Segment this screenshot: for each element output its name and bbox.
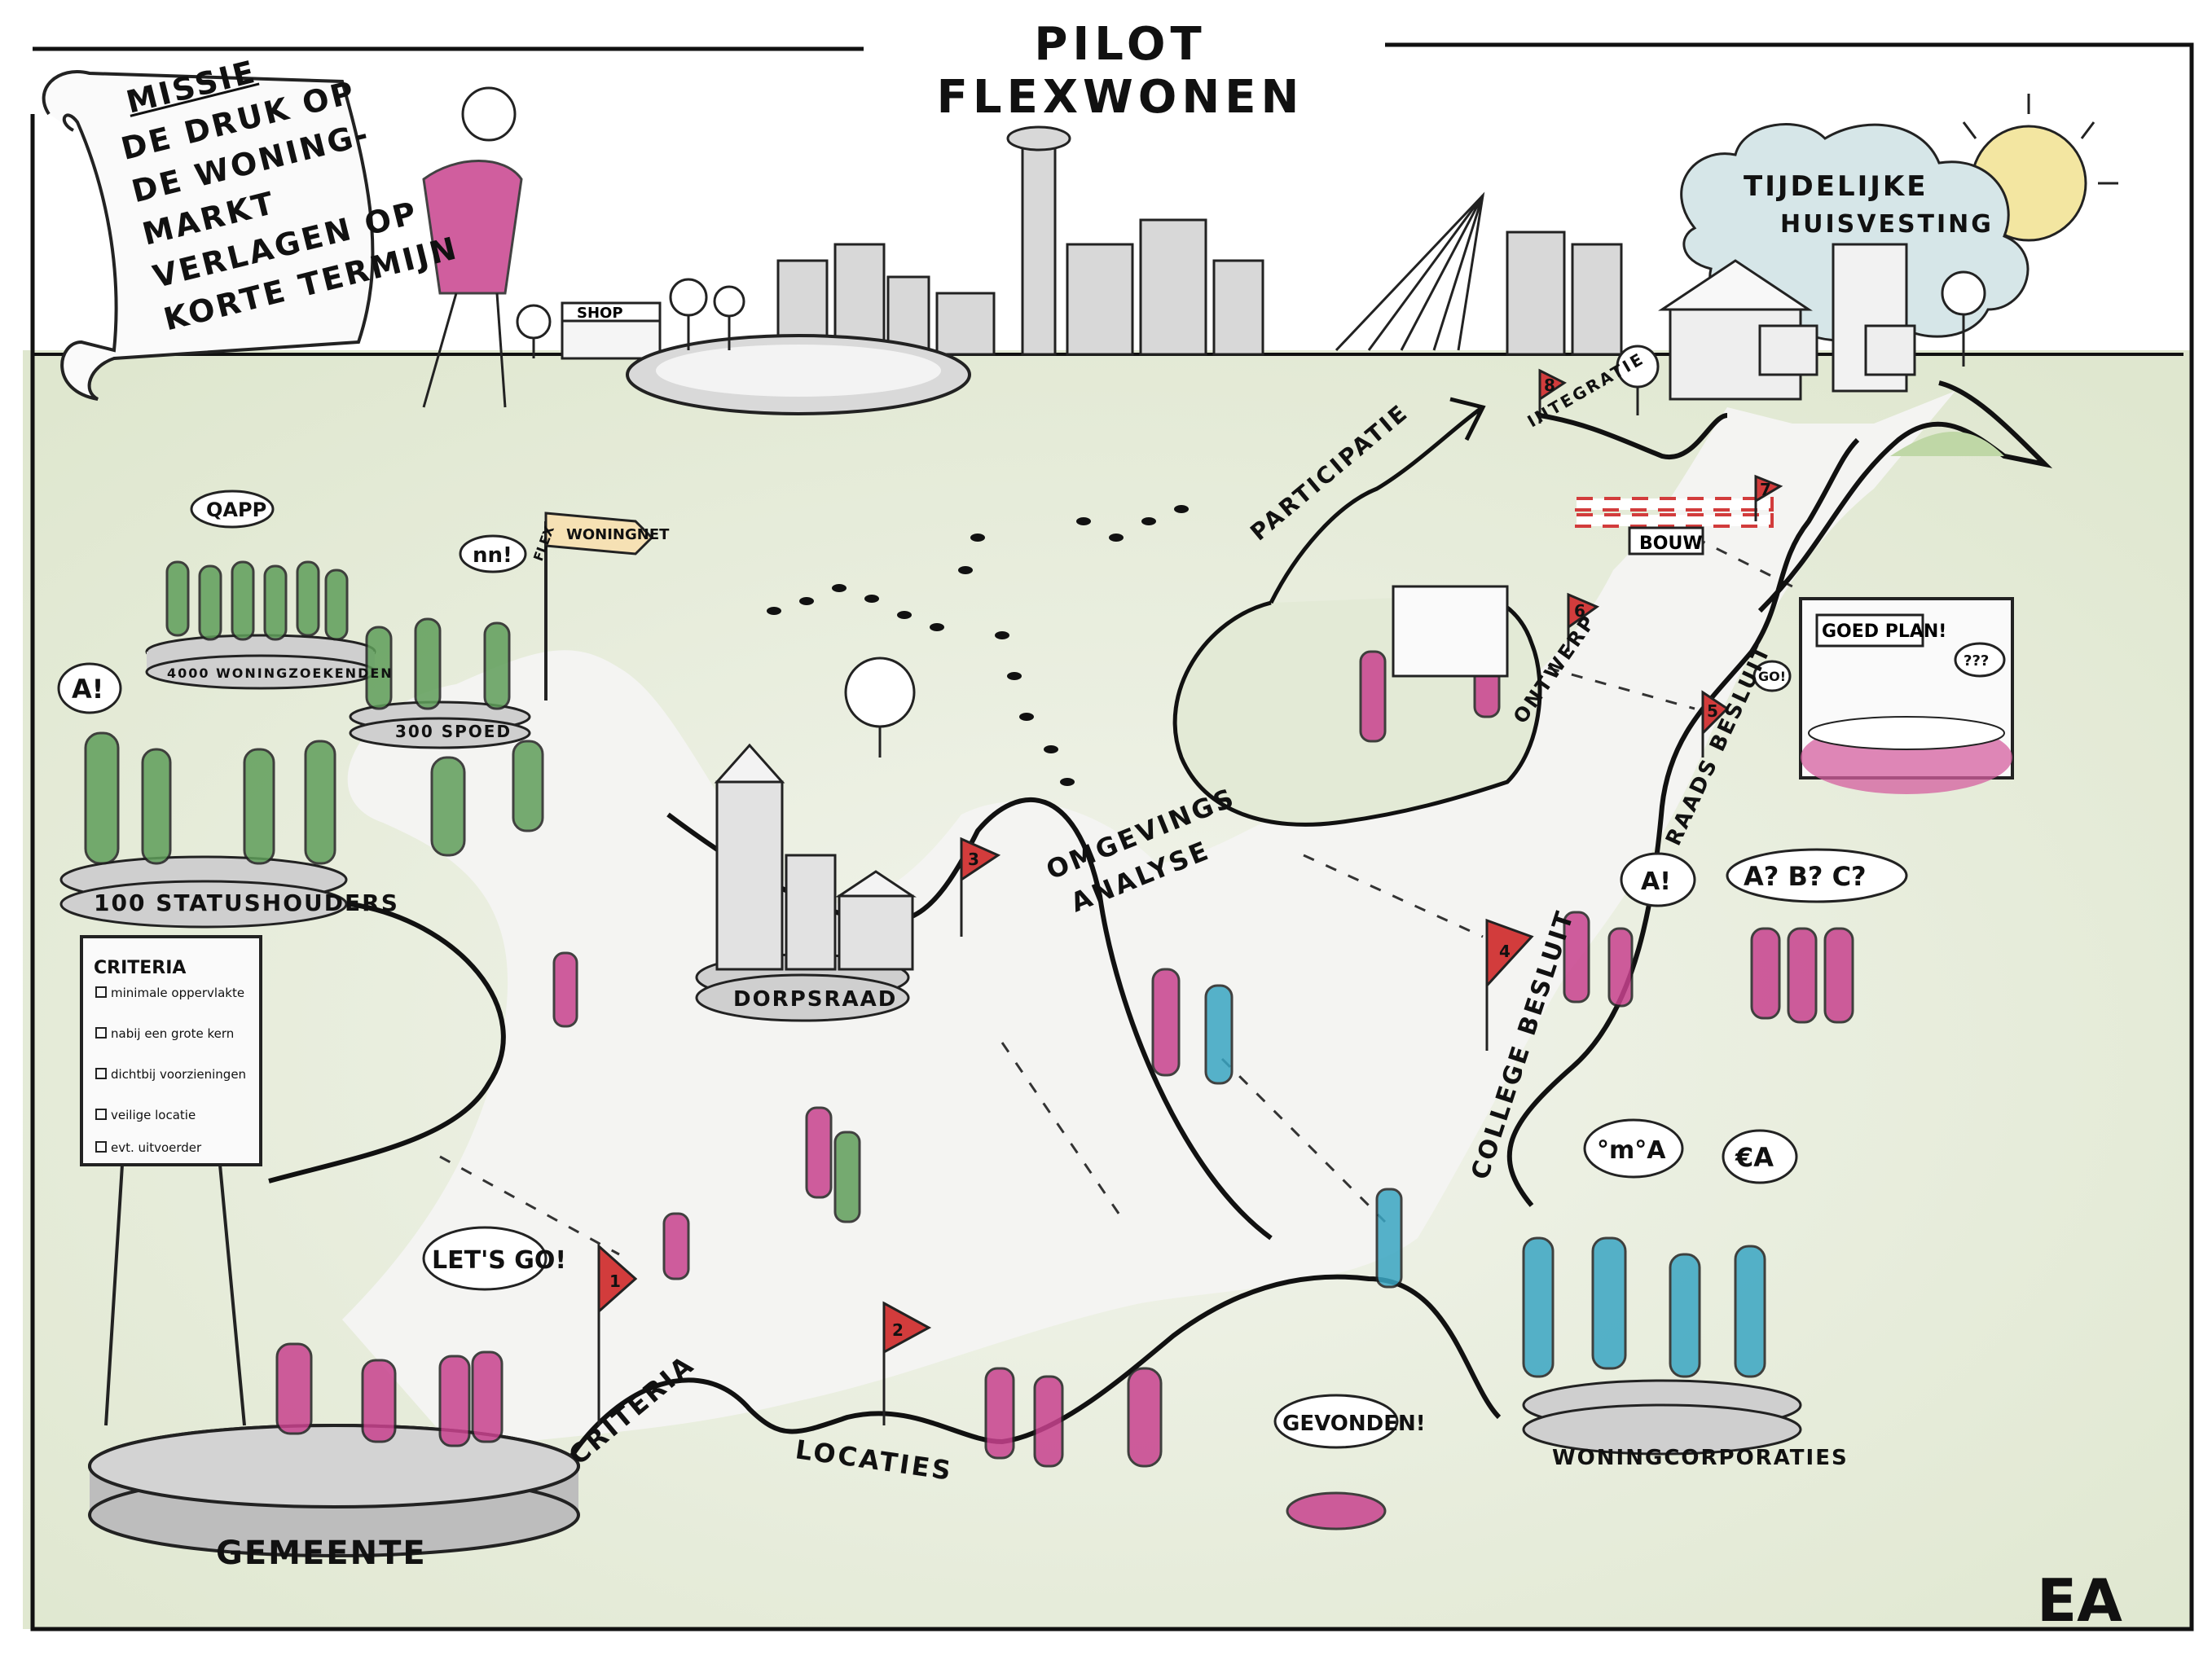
bubble-a2: A! bbox=[1641, 867, 1671, 896]
page-border bbox=[30, 42, 2194, 1631]
flag-4: 4 bbox=[1499, 942, 1511, 961]
flag-7: 7 bbox=[1760, 480, 1771, 499]
criteria-item-1: minimale oppervlakte bbox=[111, 986, 244, 1000]
flag-1: 1 bbox=[609, 1271, 621, 1291]
criteria-item-3: dichtbij voorzieningen bbox=[111, 1067, 246, 1082]
signpost bbox=[544, 512, 654, 700]
cloud-line-2: HUISVESTING bbox=[1780, 210, 1994, 239]
bubble-a1: A! bbox=[72, 674, 103, 705]
goed-plan-label: GOED PLAN! bbox=[1822, 621, 1946, 642]
sun-rays bbox=[1962, 94, 2118, 185]
label-gemeente: GEMEENTE bbox=[216, 1535, 427, 1572]
bubble-ea: €A bbox=[1735, 1142, 1774, 1173]
trees bbox=[516, 270, 1986, 758]
bubble-texts: QAPP nn! A! LET'S GO! GEVONDEN! A? B? C?… bbox=[72, 498, 1989, 1436]
flag-2: 2 bbox=[892, 1320, 904, 1340]
platform-100 bbox=[59, 855, 348, 929]
bubble-nn: nn! bbox=[473, 543, 512, 568]
page-title: PILOT FLEXWONEN bbox=[936, 18, 1304, 124]
signpost-top: WONINGNET bbox=[566, 526, 670, 543]
label-100: 100 STATUSHOUDERS bbox=[94, 889, 399, 916]
criteria-heading: CRITERIA bbox=[94, 958, 186, 978]
flag-6: 6 bbox=[1574, 601, 1585, 621]
criteria-items: minimale oppervlakte nabij een grote ker… bbox=[95, 986, 246, 1155]
criteria-item-2: nabij een grote kern bbox=[111, 1026, 234, 1041]
label-woningcorporaties: WONINGCORPORATIES bbox=[1552, 1446, 1849, 1470]
platform-4000 bbox=[145, 634, 376, 690]
speech-bubbles bbox=[57, 490, 2006, 1449]
bubble-go: GO! bbox=[1758, 669, 1786, 684]
bubble-gevonden: GEVONDEN! bbox=[1282, 1412, 1426, 1436]
bubble-ma: °m°A bbox=[1597, 1136, 1666, 1165]
participatie-arrow bbox=[1269, 397, 1486, 604]
city-skyline bbox=[776, 125, 1623, 356]
platform-woningcorporaties bbox=[1522, 1379, 1802, 1456]
criteria-board bbox=[80, 935, 262, 1426]
road-surface bbox=[342, 391, 1955, 1450]
signature: EA bbox=[2037, 1566, 2122, 1635]
flags bbox=[597, 368, 1783, 1425]
audience-crowd bbox=[1801, 716, 2012, 794]
dorpsraad-village bbox=[714, 743, 917, 971]
flag-5: 5 bbox=[1707, 701, 1718, 721]
mission-scroll bbox=[42, 70, 375, 401]
platform-300 bbox=[349, 700, 531, 749]
road-dashes bbox=[439, 536, 1793, 1256]
bridge bbox=[1335, 191, 1485, 352]
shop-building bbox=[561, 301, 662, 360]
label-300: 300 SPOED bbox=[395, 722, 512, 741]
bouw-barrier bbox=[1575, 497, 1774, 556]
shop-label: SHOP bbox=[577, 305, 623, 322]
criteria-item-5: evt. uitvoerder bbox=[111, 1140, 202, 1155]
road-outline bbox=[268, 380, 2053, 1460]
housing-village bbox=[1658, 243, 1916, 401]
flag-3: 3 bbox=[968, 850, 979, 869]
bubble-abc: A? B? C? bbox=[1744, 861, 1867, 892]
people bbox=[84, 86, 1854, 1530]
flag-8: 8 bbox=[1544, 375, 1555, 395]
bubble-qqq: ??? bbox=[1964, 652, 1989, 670]
flag-numbers: 1 2 3 4 5 6 7 8 bbox=[609, 375, 1771, 1340]
label-4000: 4000 WONINGZOEKENDEN bbox=[167, 665, 394, 681]
bubble-lets-go: LET'S GO! bbox=[432, 1246, 566, 1275]
criteria-item-4: veilige locatie bbox=[111, 1108, 196, 1122]
bubble-qapp: QAPP bbox=[206, 498, 266, 521]
platform-labels: 4000 WONINGZOEKENDEN 300 SPOED 100 STATU… bbox=[94, 665, 1849, 1572]
bouw-label: BOUW bbox=[1639, 534, 1703, 554]
cloud-line-1: TIJDELIJKE bbox=[1744, 170, 1928, 203]
label-dorpsraad: DORPSRAAD bbox=[733, 987, 897, 1012]
footprints bbox=[767, 505, 1189, 786]
